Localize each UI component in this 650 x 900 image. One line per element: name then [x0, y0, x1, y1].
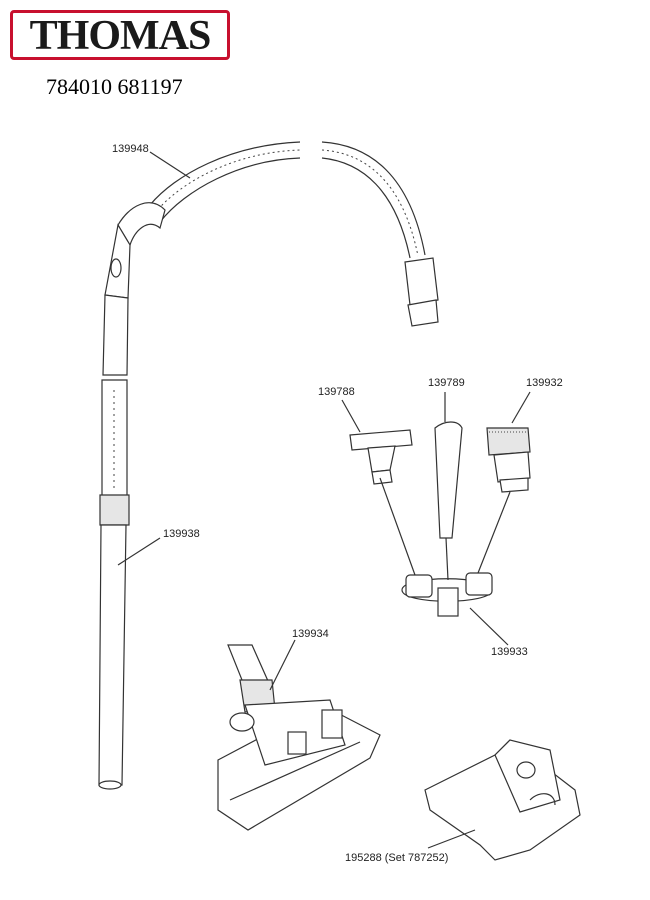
label-hose: 139948: [112, 143, 149, 155]
label-upholstery-nozzle: 139788: [318, 386, 355, 398]
logo-text: THOMAS: [29, 13, 212, 59]
label-crevice-tool: 139789: [428, 377, 465, 389]
label-dust-bag: 195288 (Set 787252): [345, 852, 449, 864]
label-floor-nozzle: 139934: [292, 628, 329, 640]
label-dusting-brush: 139932: [526, 377, 563, 389]
label-accessory-holder: 139933: [491, 646, 528, 658]
label-telescopic-tube: 139938: [163, 528, 200, 540]
accessory-holder-drawing: [379, 477, 511, 617]
dust-bag-drawing: [424, 739, 581, 861]
crevice-tool-drawing: [434, 421, 463, 539]
upholstery-nozzle-drawing: [349, 429, 413, 485]
model-numbers: 784010 681197: [46, 74, 183, 99]
leader-lines: [117, 151, 531, 849]
hose-drawing: [102, 141, 439, 376]
tube-drawing: [98, 379, 130, 790]
floor-nozzle-drawing: [217, 644, 381, 831]
dusting-brush-drawing: [486, 427, 531, 493]
thomas-logo: THOMAS: [10, 10, 230, 60]
